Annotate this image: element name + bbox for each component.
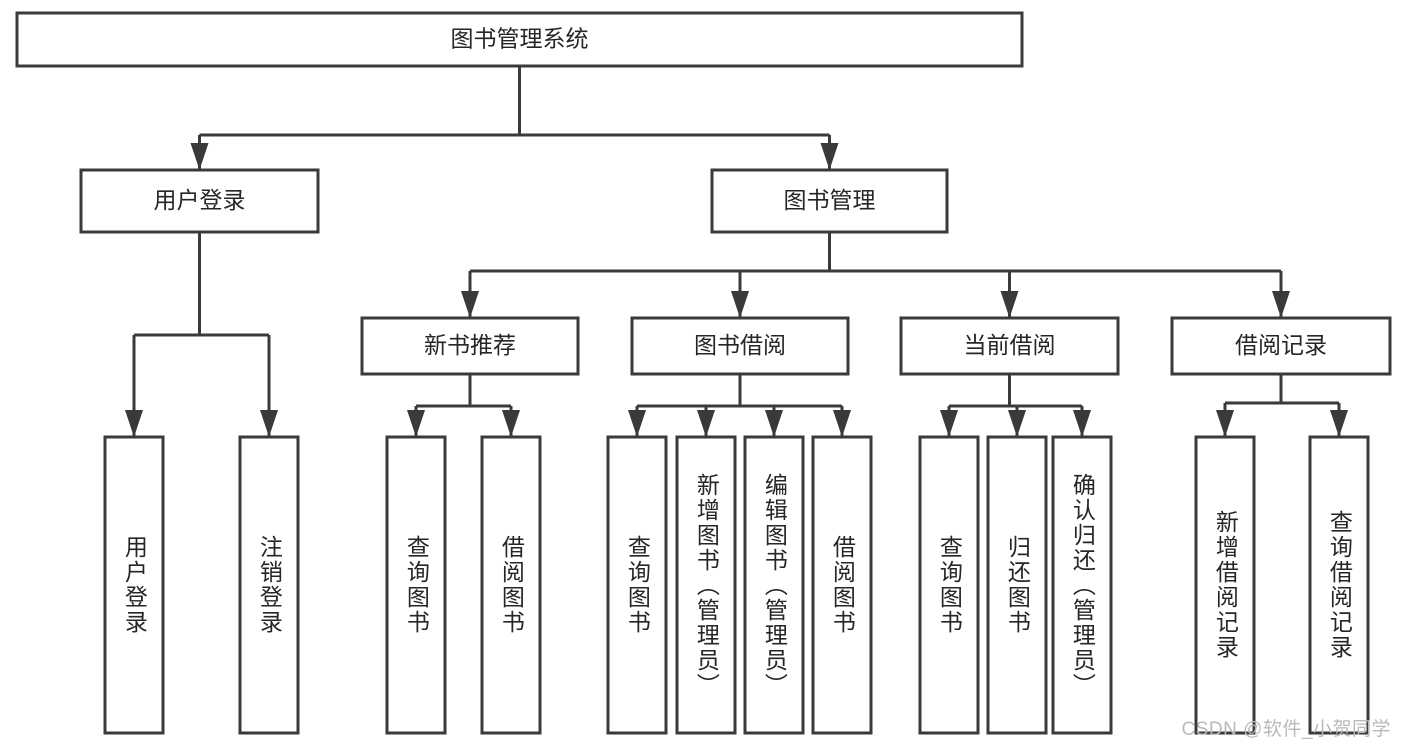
level1-box-1[interactable] xyxy=(710,168,949,234)
arrow-head-g1-1 xyxy=(697,410,715,437)
arrow-head-root-1 xyxy=(820,143,839,170)
arrow-head-g1-3 xyxy=(833,410,851,437)
leaf-box-9[interactable] xyxy=(986,435,1048,735)
level2-box-0[interactable] xyxy=(360,316,580,376)
arrow-head-g2-1 xyxy=(1008,410,1026,437)
arrow-head-g2-0 xyxy=(940,410,958,437)
level1-label-0: 用户登录 xyxy=(154,187,246,213)
root-box-0[interactable] xyxy=(15,11,1024,68)
arrow-head-g0-1 xyxy=(502,410,520,437)
csdn-watermark: CSDN @软件_小贺同学 xyxy=(1181,719,1391,740)
leaf-box-10[interactable] xyxy=(1051,435,1113,735)
arrow-head-login-1 xyxy=(260,410,278,437)
leaf-box-12[interactable] xyxy=(1308,435,1370,735)
connector-edges-layer xyxy=(125,66,1348,437)
leaf-box-6[interactable] xyxy=(743,435,805,735)
arrow-head-books-1 xyxy=(731,291,749,318)
arrow-head-login-0 xyxy=(125,410,143,437)
leaf-box-5[interactable] xyxy=(675,435,737,735)
arrow-head-g2-2 xyxy=(1073,410,1091,437)
arrow-head-books-0 xyxy=(461,291,479,318)
level2-label-0: 新书推荐 xyxy=(424,332,516,358)
arrow-head-g0-0 xyxy=(407,410,425,437)
arrow-head-books-2 xyxy=(1000,291,1019,318)
level1-label-1: 图书管理 xyxy=(784,187,876,213)
root-label-0: 图书管理系统 xyxy=(451,26,589,52)
level2-box-2[interactable] xyxy=(899,316,1120,376)
leaf-box-7[interactable] xyxy=(811,435,873,735)
leaf-box-11[interactable] xyxy=(1194,435,1256,735)
level2-box-3[interactable] xyxy=(1170,316,1392,376)
level2-label-1: 图书借阅 xyxy=(694,332,786,358)
leaf-box-3[interactable] xyxy=(480,435,542,735)
level1-box-0[interactable] xyxy=(79,168,320,234)
arrow-head-books-3 xyxy=(1272,291,1290,318)
arrow-head-g1-0 xyxy=(628,410,646,437)
arrow-head-g3-0 xyxy=(1216,410,1234,437)
level2-label-2: 当前借阅 xyxy=(964,332,1056,358)
arrow-head-g3-1 xyxy=(1330,410,1348,437)
leaf-box-1[interactable] xyxy=(238,435,300,735)
arrow-head-g1-2 xyxy=(765,410,783,437)
leaf-box-0[interactable] xyxy=(103,435,165,735)
level2-label-3: 借阅记录 xyxy=(1235,332,1327,358)
arrow-head-root-0 xyxy=(190,143,209,170)
leaf-box-4[interactable] xyxy=(606,435,668,735)
leaf-box-2[interactable] xyxy=(385,435,447,735)
level2-box-1[interactable] xyxy=(630,316,850,376)
leaf-box-8[interactable] xyxy=(918,435,980,735)
